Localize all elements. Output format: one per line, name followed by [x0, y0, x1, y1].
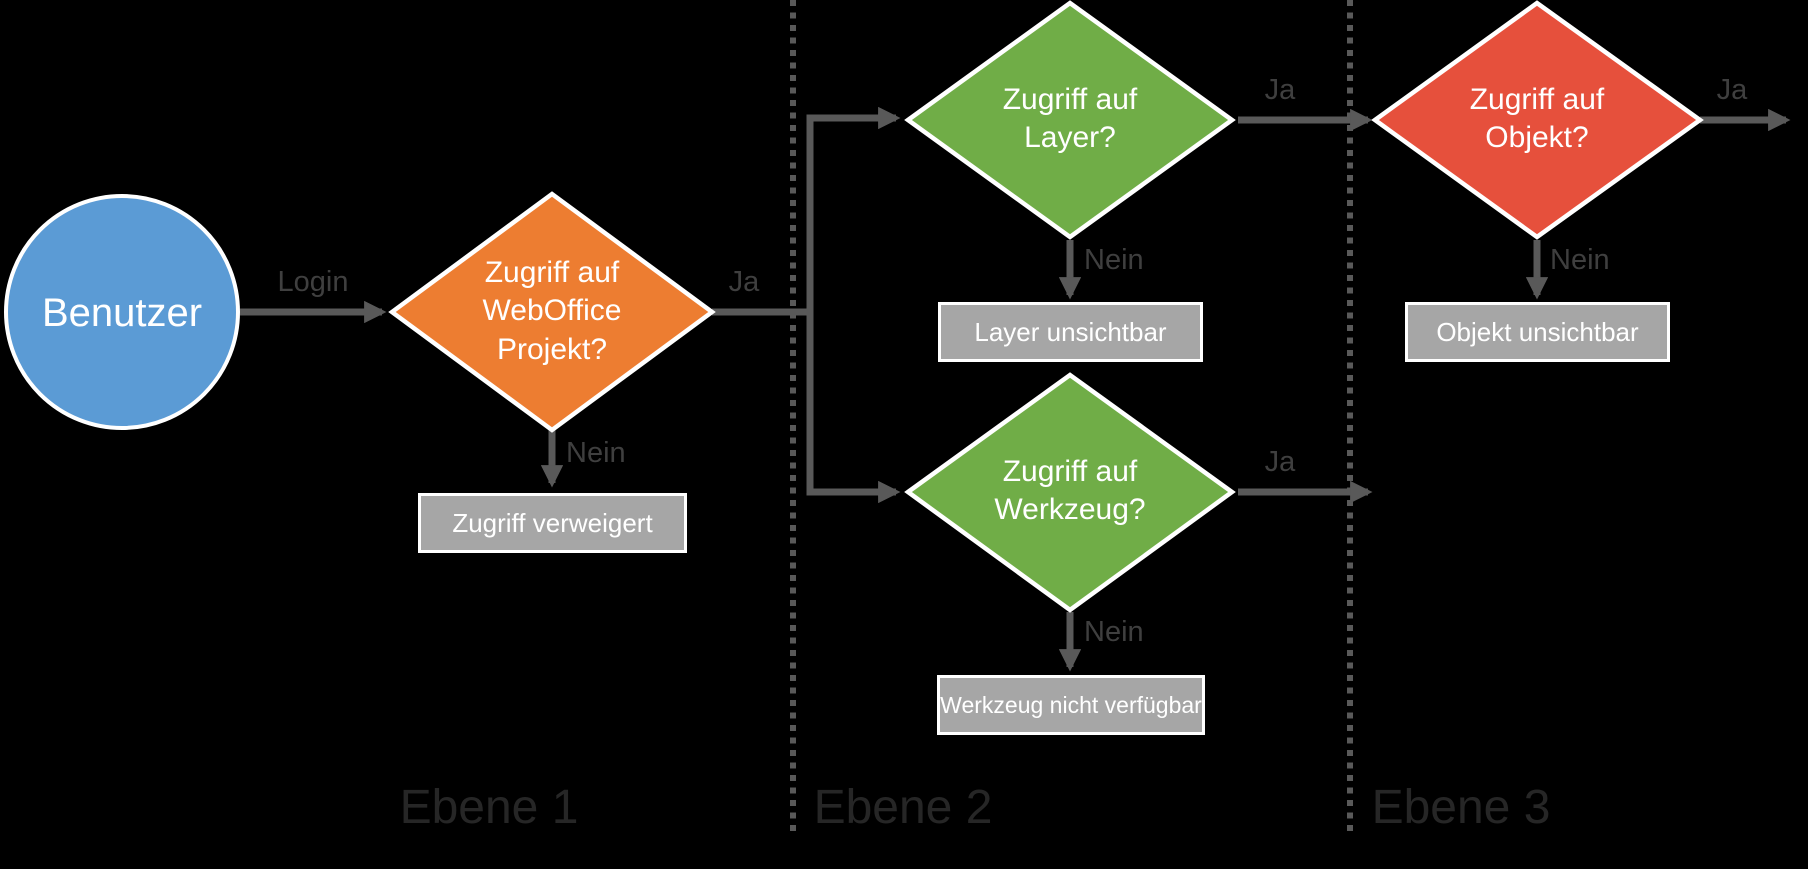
tool-unavailable-box: Werkzeug nicht verfügbar — [937, 675, 1205, 735]
layer-hidden-box: Layer unsichtbar — [938, 302, 1203, 362]
user-node — [4, 194, 240, 430]
edge-tool-nein-label: Nein — [1084, 616, 1144, 648]
edge-object-nein-label: Nein — [1550, 244, 1610, 276]
tool-decision-node — [904, 372, 1236, 613]
lane-label-ebene-2: Ebene 2 — [813, 781, 993, 834]
edge-tool-ja-label: Ja — [1264, 446, 1296, 478]
object-decision-node — [1371, 0, 1704, 240]
edge-login-label: Login — [277, 266, 349, 298]
edge-project-nein-label: Nein — [566, 437, 626, 469]
edge-object-ja-label: Ja — [1716, 74, 1748, 106]
project-decision-node — [388, 191, 716, 433]
lane-label-ebene-1: Ebene 1 — [399, 781, 579, 834]
edge-project-ja-label: Ja — [728, 266, 760, 298]
access-denied-box: Zugriff verweigert — [418, 493, 687, 553]
edge-project-ja-to-layer-arrow — [712, 106, 901, 316]
edge-layer-ja-label: Ja — [1264, 74, 1296, 106]
edge-project-ja-to-tool-arrow — [806, 312, 901, 504]
lane-label-ebene-3: Ebene 3 — [1371, 781, 1551, 834]
object-hidden-box: Objekt unsichtbar — [1405, 302, 1670, 362]
layer-decision-node — [904, 0, 1236, 240]
edge-layer-nein-label: Nein — [1084, 244, 1144, 276]
